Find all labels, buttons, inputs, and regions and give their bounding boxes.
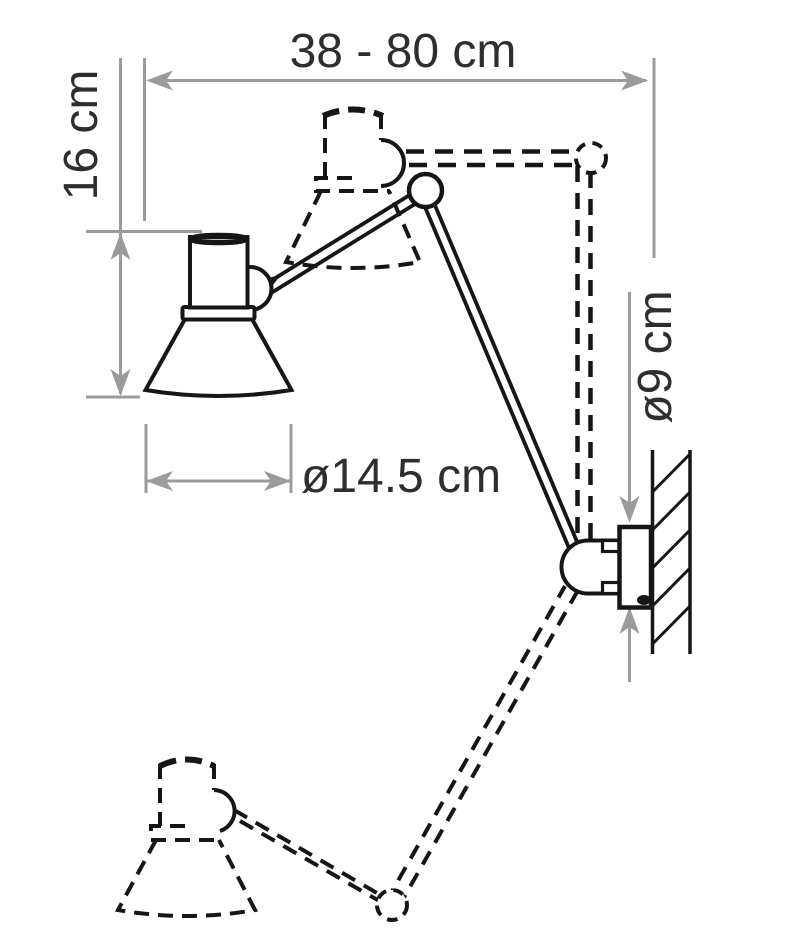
- mount-screw-detail: [637, 595, 651, 605]
- ghost-arm-front: [232, 808, 391, 902]
- wall-mount: [559, 524, 654, 610]
- dimension-lines: [86, 58, 656, 682]
- ghost-head-rim: [321, 106, 385, 119]
- ghost-head-joint: [380, 138, 406, 188]
- arrow-down-icon: [110, 369, 131, 396]
- ghost-head-joint: [213, 788, 237, 833]
- reach-dimension-label: 38 - 80 cm: [289, 25, 517, 78]
- ghost-head-rim: [158, 756, 216, 769]
- head-height-dimension-label: 16 cm: [55, 69, 108, 201]
- head-joint: [244, 265, 274, 312]
- head-top-rim: [187, 232, 250, 246]
- lower-ghost-position: [114, 585, 579, 922]
- ghost-joint-circle: [574, 141, 608, 175]
- arrow-right-icon: [264, 471, 291, 491]
- head-cylinder: [188, 235, 250, 310]
- ghost-head-cone: [114, 839, 259, 918]
- arrow-left-icon: [146, 70, 173, 91]
- mount-wall-plate: [617, 524, 654, 610]
- arm-rear-line: [417, 193, 574, 555]
- ghost-arm-front: [239, 819, 396, 912]
- ghost-elbow-circle: [375, 888, 409, 922]
- ghost-arm-rear: [396, 591, 579, 909]
- arm-front-line: [262, 194, 429, 300]
- arrow-left-icon: [146, 471, 173, 491]
- ghost-head-flange: [149, 824, 223, 842]
- lamp-current-position: [142, 171, 583, 555]
- arrow-right-icon: [621, 70, 648, 91]
- wall-section: [650, 450, 692, 654]
- ghost-head-flange: [314, 176, 390, 193]
- arrow-up-icon: [619, 607, 640, 634]
- upper-ghost-position: [283, 106, 608, 540]
- arrow-down-icon: [619, 496, 640, 523]
- ghost-head-cone: [283, 190, 423, 270]
- arrow-up-icon: [110, 233, 131, 260]
- elbow-joint-circle: [406, 171, 445, 210]
- arm-front-line: [255, 186, 422, 292]
- mount-bracket: [559, 538, 622, 596]
- shade-diameter-dimension-label: ø14.5 cm: [301, 450, 502, 503]
- ghost-arm-rear: [384, 585, 567, 903]
- arm-rear-line: [426, 189, 583, 551]
- mount-diameter-dimension-label: ø9 cm: [629, 290, 682, 424]
- head-cone-shade: [142, 317, 295, 398]
- wall-hatching: [651, 452, 692, 646]
